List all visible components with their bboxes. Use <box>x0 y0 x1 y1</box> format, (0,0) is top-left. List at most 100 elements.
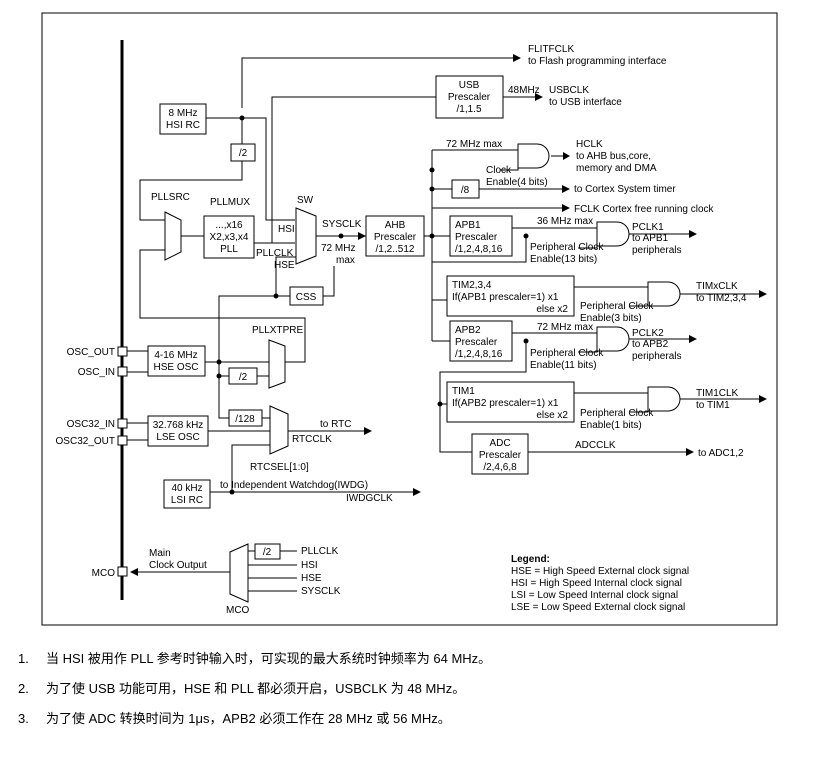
arrow-rtc <box>364 427 372 435</box>
timxclk-desc: to TIM2,3,4 <box>696 293 747 304</box>
wire-hsi-top <box>241 57 515 108</box>
usb-prescaler-line2: Prescaler <box>448 92 491 103</box>
apb1-prescaler-box <box>449 215 513 257</box>
diagram-frame <box>41 12 778 626</box>
to-rtc-label: to RTC <box>320 419 352 430</box>
pllmul-box <box>203 215 255 259</box>
wire-lsi-rtcsel <box>231 444 270 492</box>
apb1-enable-line1: Peripheral Clock <box>530 242 604 253</box>
hse-div2-box <box>228 367 258 385</box>
flitfclk-label: FLITFCLK <box>528 44 574 55</box>
hsi-div2-label: /2 <box>239 148 248 159</box>
pllmul-line3: PLL <box>220 244 238 255</box>
apb1-line3: /1,2,4,8,16 <box>455 244 503 255</box>
wire-apb2-adc <box>439 404 472 453</box>
css-label: CSS <box>296 292 317 303</box>
hsi-rc-line1: 8 MHz <box>169 108 198 119</box>
wire-hse-sw <box>275 256 296 296</box>
junction-apb1 <box>523 233 529 239</box>
junction-apb2 <box>523 338 529 344</box>
junction-sysclk <box>338 233 344 239</box>
arrow-iwdg <box>413 488 421 496</box>
hsi-rc-box <box>159 103 207 135</box>
pclk2-max-label: 72 MHz max <box>537 322 593 333</box>
hclk-desc1: to AHB bus,core, <box>576 151 651 162</box>
mco-in-pllclk: PLLCLK <box>301 546 339 557</box>
pclk1-gate <box>596 221 630 247</box>
div128-box <box>228 409 263 427</box>
tim1-gate <box>647 386 681 412</box>
tim234-box <box>446 275 575 317</box>
adcclk-desc: to ADC1,2 <box>698 448 744 459</box>
hclk-desc2: memory and DMA <box>576 163 657 174</box>
arrow-tim1 <box>759 395 767 403</box>
lse-osc-box <box>147 415 209 447</box>
systimer-label: to Cortex System timer <box>574 184 676 195</box>
pclk2-label: PCLK2 <box>632 328 664 339</box>
tim1-line3: else x2 <box>536 410 568 421</box>
tim234-enable-line2: Enable(3 bits) <box>580 313 642 324</box>
footnote-text: 为了使 USB 功能可用，HSE 和 PLL 都必须开启，USBCLK 为 48… <box>46 681 466 696</box>
rtcclk-label: RTCCLK <box>292 434 332 445</box>
footnote-text: 为了使 ADC 转换时间为 1μs，APB2 必须工作在 28 MHz 或 56… <box>46 711 451 726</box>
mco-mux <box>229 543 249 603</box>
lsi-rc-box <box>163 479 211 509</box>
apb2-line3: /1,2,4,8,16 <box>455 349 503 360</box>
arrow-timx <box>759 290 767 298</box>
wire-hse-main <box>218 295 276 362</box>
footnote-number: 1. <box>18 651 29 666</box>
pin-label-osc32-out: OSC32_OUT <box>56 436 115 447</box>
footnote-3: 3. 为了使 ADC 转换时间为 1μs，APB2 必须工作在 28 MHz 或 … <box>18 708 451 727</box>
rtcsel-label: RTCSEL[1:0] <box>250 462 309 473</box>
wire-pllxtpre-pllsrc <box>139 249 306 363</box>
pin-label-mco: MCO <box>92 568 116 579</box>
sw-mux <box>295 207 317 265</box>
apb1-line1: APB1 <box>455 220 481 231</box>
junction-ahb-div8 <box>429 186 435 192</box>
hse-osc-line1: 4-16 MHz <box>154 350 197 361</box>
hse-div2-label: /2 <box>239 372 248 383</box>
wire-hsi-sw <box>242 117 295 221</box>
timxclk-label: TIMxCLK <box>696 281 738 292</box>
pin-osc-out <box>117 346 128 357</box>
junction-apb2-adc <box>437 401 443 407</box>
css-box <box>289 286 324 306</box>
ahb-prescaler-box <box>365 215 425 257</box>
pin-mco <box>117 566 128 577</box>
legend-item-lse: LSE = Low Speed External clock signal <box>511 602 685 613</box>
footnote-number: 3. <box>18 711 29 726</box>
mco-div2-box <box>254 543 281 560</box>
sw-label: SW <box>297 195 314 206</box>
footnote-1: 1.当 HSI 被用作 PLL 参考时钟输入时，可实现的最大系统时钟频率为 64… <box>18 648 491 667</box>
junction-lsi <box>229 489 235 495</box>
pllmux-label: PLLMUX <box>210 197 250 208</box>
lse-osc-line1: 32.768 kHz <box>153 420 204 431</box>
wire-apb1-tim <box>431 236 527 301</box>
hsi-label: HSI <box>278 224 295 235</box>
pclk1-max-label: 36 MHz max <box>537 216 593 227</box>
arrow-mco <box>130 568 138 576</box>
hclk-gate <box>517 143 550 169</box>
adc-line2: Prescaler <box>479 450 522 461</box>
sysclk-label: SYSCLK <box>322 219 362 230</box>
usb-prescaler-line1: USB <box>459 80 480 91</box>
pllxtpre-label: PLLXTPRE <box>252 325 303 336</box>
tim234-enable-line1: Peripheral Clock <box>580 301 654 312</box>
clock-enable-line1: Clock <box>486 165 512 176</box>
usb-freq-label: 48MHz <box>508 85 540 96</box>
adcclk-label: ADCCLK <box>575 440 616 451</box>
tim1-line2: If(APB2 prescaler=1) x1 <box>452 398 559 409</box>
mco-in-hse: HSE <box>301 573 322 584</box>
pllxtpre-mux <box>268 339 286 389</box>
apb1-enable-line2: Enable(13 bits) <box>530 254 597 265</box>
pin-osc32-out <box>117 435 128 446</box>
mco-in-hsi: HSI <box>301 560 318 571</box>
arrow-hclk <box>563 152 570 160</box>
pclk1-label: PCLK1 <box>632 222 664 233</box>
clock-enable-line2: Enable(4 bits) <box>486 177 548 188</box>
apb2-enable-line1: Peripheral Clock <box>530 348 604 359</box>
pclk2-desc1: to APB2 <box>632 339 669 350</box>
tim1clk-label: TIM1CLK <box>696 388 739 399</box>
junction-hse-osc <box>216 359 222 365</box>
wire-fclk <box>431 170 563 209</box>
